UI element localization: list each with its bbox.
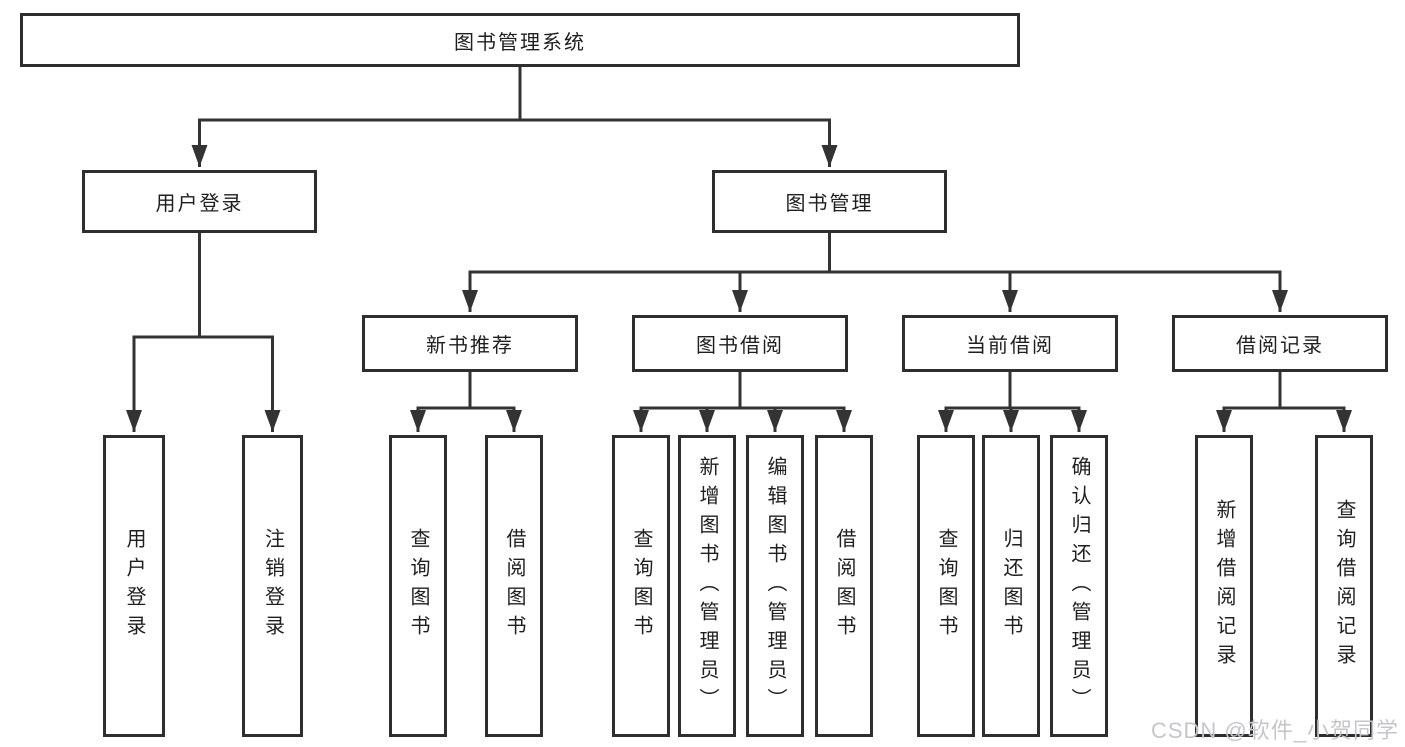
node-leaf-add-borrow-record-label: 新增借阅记录 [1213,499,1235,673]
node-leaf-return-books: 归还图书 [982,435,1040,737]
node-leaf-query-books-3: 查询图书 [917,435,975,737]
node-leaf-borrow-books-1-label: 借阅图书 [503,528,525,644]
node-book-mgmt-label: 图书管理 [785,193,874,215]
node-leaf-query-books-1-label: 查询图书 [407,528,429,644]
node-leaf-borrow-books-2: 借阅图书 [815,435,873,737]
node-new-book-rec: 新书推荐 [362,315,578,372]
node-leaf-query-borrow-record-label: 查询借阅记录 [1333,499,1355,673]
node-leaf-query-books-3-label: 查询图书 [935,528,957,644]
connector-book-mgmt [462,233,1288,312]
node-leaf-query-books-1: 查询图书 [389,435,447,737]
node-leaf-borrow-books-1: 借阅图书 [485,435,543,737]
node-leaf-logout-label: 注销登录 [261,528,284,644]
connector-user-login [126,233,281,432]
node-leaf-query-books-2: 查询图书 [612,435,670,737]
node-book-mgmt: 图书管理 [712,170,947,233]
node-leaf-query-borrow-record: 查询借阅记录 [1315,435,1373,737]
node-leaf-user-login: 用户登录 [103,435,165,737]
node-current-borrow: 当前借阅 [902,315,1118,372]
connector-borrow-records [1216,371,1352,432]
node-book-borrow-label: 图书借阅 [696,335,784,357]
node-root-label: 图书管理系统 [454,31,586,54]
connector-new-book-rec [410,371,522,432]
node-borrow-records: 借阅记录 [1172,315,1388,372]
node-leaf-edit-books-admin: 编辑图书（管理员） [746,435,804,737]
node-root: 图书管理系统 [20,13,1020,67]
connector-root [191,66,838,167]
node-borrow-records-label: 借阅记录 [1236,335,1324,357]
node-leaf-borrow-books-2-label: 借阅图书 [833,528,855,644]
node-leaf-return-books-label: 归还图书 [1000,528,1022,644]
node-user-login: 用户登录 [82,170,317,233]
node-new-book-rec-label: 新书推荐 [426,335,514,357]
node-leaf-logout: 注销登录 [242,435,303,737]
connector-book-borrow [633,371,852,432]
node-user-login-label: 用户登录 [155,193,244,215]
watermark: CSDN @软件_小贺同学 [1150,718,1399,743]
node-leaf-confirm-return-admin-label: 确认归还（管理员） [1068,455,1090,717]
node-leaf-confirm-return-admin: 确认归还（管理员） [1050,435,1108,737]
connector-current-borrow [938,371,1087,432]
node-leaf-add-borrow-record: 新增借阅记录 [1195,435,1253,737]
node-leaf-add-books-admin: 新增图书（管理员） [678,435,736,737]
node-leaf-add-books-admin-label: 新增图书（管理员） [696,455,718,717]
node-current-borrow-label: 当前借阅 [966,335,1054,357]
node-book-borrow: 图书借阅 [632,315,848,372]
node-leaf-user-login-label: 用户登录 [123,528,145,644]
node-leaf-query-books-2-label: 查询图书 [630,528,652,644]
node-leaf-edit-books-admin-label: 编辑图书（管理员） [764,455,786,717]
